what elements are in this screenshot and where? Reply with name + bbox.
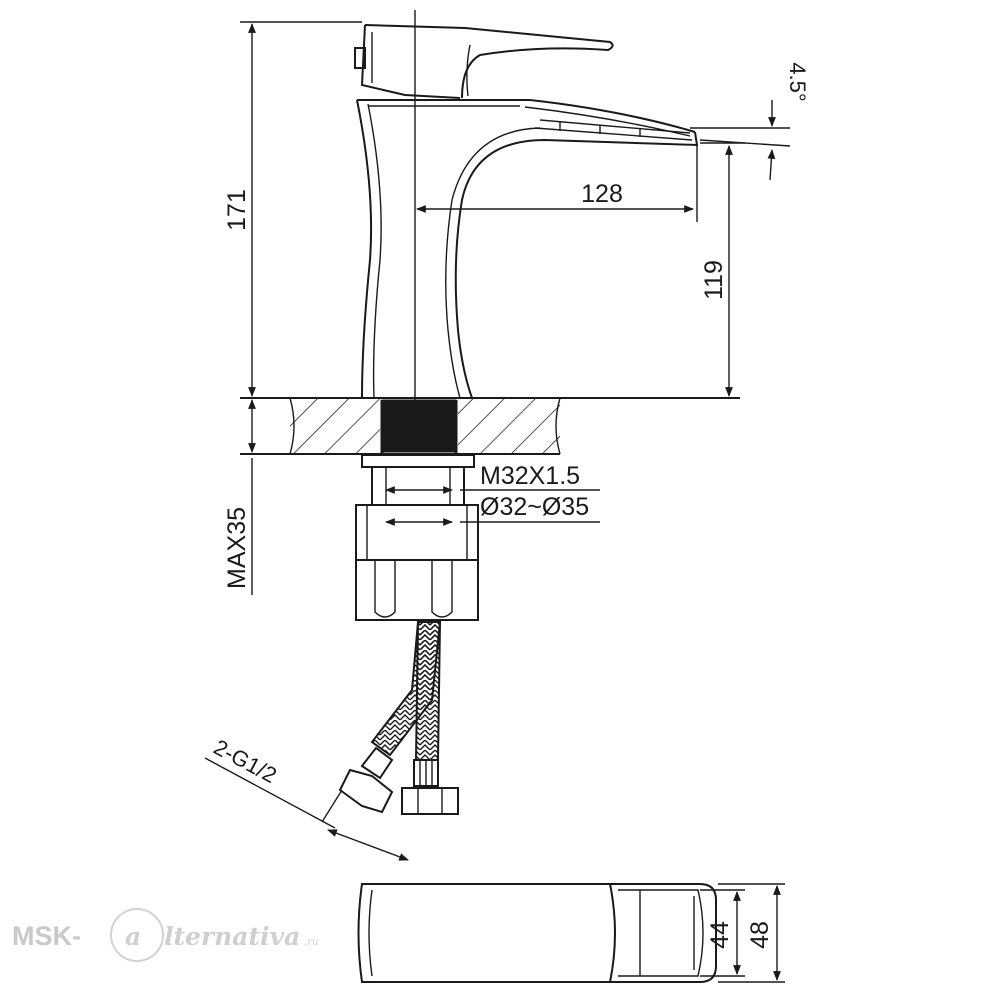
dim-max-thickness: MAX35 xyxy=(223,399,256,595)
watermark-letter: a xyxy=(125,922,141,951)
watermark-logo: MSK- a lternativa .ru xyxy=(12,908,318,962)
dim-outlet-height: 44 xyxy=(700,889,745,977)
hose-fitting-right xyxy=(401,759,459,815)
dim-body-height-label: 48 xyxy=(746,921,774,949)
dim-spout-reach: 128 xyxy=(416,145,698,222)
dim-hose-connection: 2-G1/2 xyxy=(204,734,409,861)
faucet-body xyxy=(356,99,699,399)
watermark-suffix: .ru xyxy=(304,937,318,948)
dim-total-height-label: 171 xyxy=(223,189,251,231)
dim-hole-diameter: Ø32~Ø35 xyxy=(385,493,600,526)
hose-fitting-left xyxy=(338,746,394,814)
dim-spout-reach-label: 128 xyxy=(581,180,623,208)
watermark-rest: lternativa xyxy=(164,922,300,951)
dim-spout-angle: 4.5° xyxy=(690,62,810,181)
dim-spout-height-label: 119 xyxy=(700,260,728,300)
lever-handle xyxy=(354,24,614,99)
faucet-top-view xyxy=(357,883,717,983)
dim-thread-label: M32X1.5 xyxy=(480,462,580,490)
dim-max-thickness-label: MAX35 xyxy=(223,507,251,589)
dim-spout-height: 119 xyxy=(700,142,745,397)
watermark-prefix: MSK- xyxy=(12,921,81,951)
dim-total-height: 171 xyxy=(223,21,362,397)
dim-outlet-height-label: 44 xyxy=(706,921,734,949)
mounting-nut xyxy=(355,454,479,621)
dim-body-height: 48 xyxy=(718,883,785,983)
dim-hole-diameter-label: Ø32~Ø35 xyxy=(480,493,589,521)
countertop-section xyxy=(240,397,740,456)
flexible-hoses xyxy=(338,621,459,815)
dim-spout-angle-label: 4.5° xyxy=(785,62,810,101)
dim-thread: M32X1.5 xyxy=(385,462,600,494)
